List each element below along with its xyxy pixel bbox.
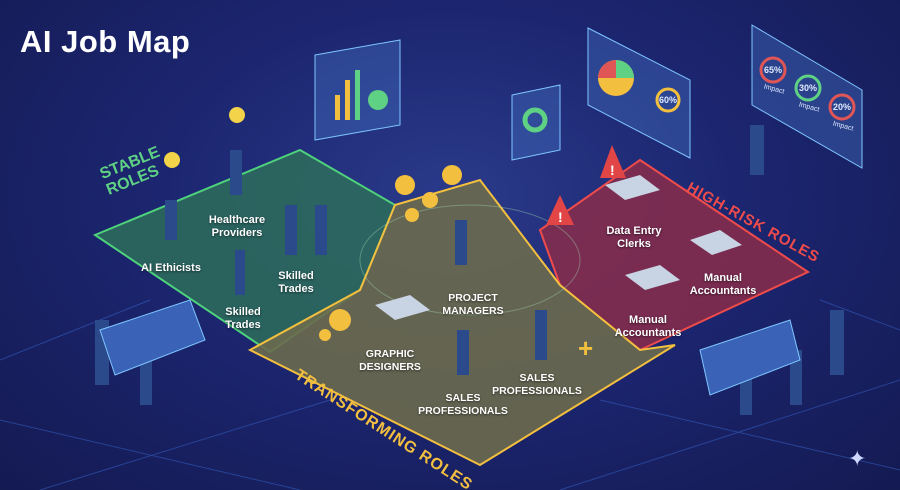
donut-chart-panel: [511, 84, 561, 161]
circuit-grid: [0, 299, 900, 490]
role-label: Skilled Trades: [225, 306, 261, 331]
control-console-right: [699, 319, 801, 396]
gear-icons: [319, 165, 462, 341]
control-console-left: [99, 299, 206, 376]
pie-panel-percent: 60%: [658, 95, 678, 105]
bar-chart-panel: [314, 39, 401, 141]
role-label: GRAPHIC DESIGNERS: [359, 348, 421, 373]
people-figures: [95, 125, 844, 415]
impact-percent: 65%: [763, 65, 783, 75]
impact-percent: 30%: [798, 83, 818, 93]
role-label: SALES PROFESSIONALS: [492, 372, 582, 397]
plus-icon: +: [578, 333, 593, 363]
impact-panel: [751, 24, 863, 169]
lightbulb-icon: [164, 152, 180, 168]
page-title: AI Job Map: [20, 24, 191, 59]
pie-chart-panel: [587, 27, 691, 159]
impact-percent: 20%: [832, 102, 852, 112]
warning-icon: ! !: [546, 145, 626, 225]
lightbulb-icon: [229, 107, 245, 123]
center-ring: [359, 204, 581, 316]
role-label: Data Entry Clerks: [606, 225, 662, 250]
svg-text:!: !: [558, 209, 563, 225]
desks: [375, 175, 742, 320]
role-label: PROJECT MANAGERS: [442, 292, 504, 317]
svg-text:!: !: [610, 162, 615, 178]
role-label: Manual Accountants: [689, 272, 757, 297]
role-label: Healthcare Providers: [208, 214, 266, 239]
transforming-roles-platform: [247, 178, 676, 467]
role-label: Skilled Trades: [278, 270, 314, 295]
role-label: AI Ethicists: [141, 262, 201, 274]
role-label: Manual Accountants: [614, 314, 682, 339]
role-label: SALES PROFESSIONALS: [418, 392, 508, 417]
high-risk-roles-platform: [538, 158, 811, 352]
sparkle-icon: ✦: [848, 446, 866, 471]
